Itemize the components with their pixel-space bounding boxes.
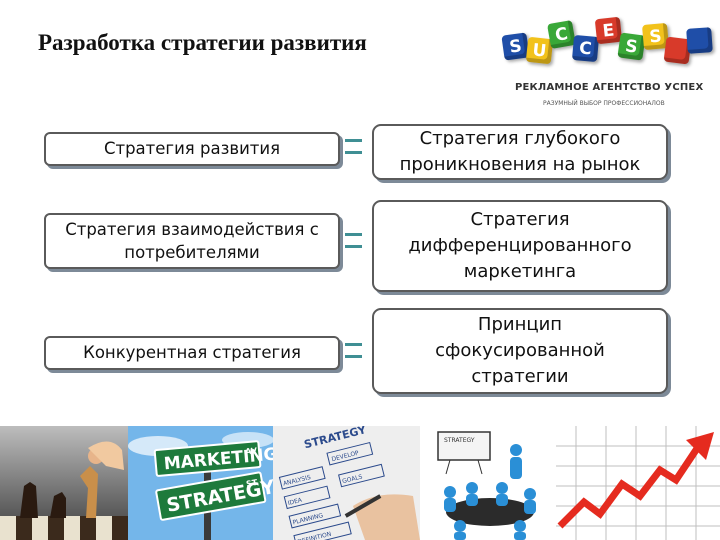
left-box-label: Конкурентная стратегия	[83, 343, 301, 363]
left-box-label: Стратегия взаимодействия с потребителями	[65, 219, 319, 262]
sign-marketing-street: AV	[245, 446, 258, 456]
left-box-3: Конкурентная стратегия	[44, 336, 340, 370]
chess-photo	[0, 426, 128, 540]
whiteboard-photo: STRATEGY DEVELOP ANALYSIS IDEA GOALS PLA…	[273, 426, 420, 540]
left-box-1: Стратегия развития	[44, 132, 340, 166]
equals-sign	[345, 139, 362, 154]
logo-name: РЕКЛАМНОЕ АГЕНТСТВО УСПЕХ	[515, 82, 704, 93]
logo-cube	[686, 27, 713, 54]
street-sign-photo: MARKETING AV STRATEGY ST	[128, 426, 273, 540]
logo-cube: E	[594, 16, 623, 45]
equals-sign	[345, 233, 362, 248]
page-title: Разработка стратегии развития	[38, 30, 367, 55]
right-box-2: Стратегия дифференцированного маркетинга	[372, 200, 668, 292]
right-box-label: Стратегия глубокого проникновения на рын…	[399, 127, 641, 175]
logo-cube: S	[617, 32, 646, 61]
growth-chart-photo	[556, 426, 720, 540]
right-box-label: Принцип сфокусированной стратегии	[435, 313, 605, 388]
agency-logo: S U C C E S S РЕКЛАМНОЕ АГЕНТСТВО УСПЕХ …	[497, 4, 715, 122]
sign-strategy-street: ST	[245, 478, 258, 489]
meeting-photo: STRATEGY	[420, 426, 556, 540]
whiteboard-word: IDEA	[287, 497, 303, 507]
left-box-2: Стратегия взаимодействия с потребителями	[44, 213, 340, 269]
right-box-1: Стратегия глубокого проникновения на рын…	[372, 124, 668, 180]
right-box-label: Стратегия дифференцированного маркетинга	[408, 208, 632, 283]
logo-tagline: РАЗУМНЫЙ ВЫБОР ПРОФЕССИОНАЛОВ	[543, 100, 665, 107]
meeting-board-label: STRATEGY	[444, 437, 475, 444]
logo-cube: C	[547, 20, 576, 49]
right-box-3: Принцип сфокусированной стратегии	[372, 308, 668, 394]
whiteboard-word: GOALS	[342, 473, 364, 485]
whiteboard-word: DEFINITION	[297, 531, 332, 540]
logo-cube: C	[571, 34, 600, 63]
left-box-label: Стратегия развития	[103, 139, 281, 159]
equals-sign	[345, 343, 362, 358]
